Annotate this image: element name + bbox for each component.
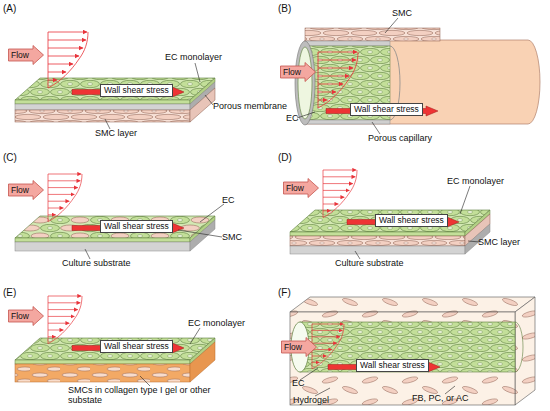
- part-label: SMC: [222, 232, 242, 242]
- part-label: EC monolayer: [447, 176, 504, 186]
- part-label: EC: [222, 195, 235, 205]
- part-label: Porous capillary: [368, 133, 432, 143]
- flow-arrow: Flow: [280, 62, 316, 82]
- flow-arrow: Flow: [283, 178, 319, 198]
- shear-stress-box: Wall shear stress: [100, 220, 173, 233]
- panel-letter: (B): [278, 3, 291, 14]
- part-label: Porous membrane: [213, 101, 287, 111]
- flow-label: Flow: [11, 45, 29, 65]
- flow-label: Flow: [286, 178, 304, 198]
- shear-stress-label: Wall shear stress: [360, 360, 425, 370]
- panel-b-art: [295, 18, 540, 134]
- flow-label: Flow: [284, 337, 302, 357]
- flow-label: Flow: [11, 306, 29, 326]
- flow-arrow: Flow: [281, 337, 317, 357]
- shear-stress-box: Wall shear stress: [356, 359, 429, 372]
- flow-label: Flow: [11, 180, 29, 200]
- part-label: EC monolayer: [165, 52, 222, 62]
- shear-stress-label: Wall shear stress: [379, 215, 444, 225]
- shear-stress-box: Wall shear stress: [100, 340, 173, 353]
- panel-letter: (D): [278, 152, 292, 163]
- part-label: SMC layer: [478, 237, 520, 247]
- panel-e-art: [15, 296, 215, 386]
- flow-arrow: Flow: [8, 180, 44, 200]
- flow-arrow: Flow: [8, 306, 44, 326]
- panel-letter: (E): [3, 287, 16, 298]
- part-label: FB, PC, or AC: [412, 393, 469, 403]
- panel-f-art: [290, 297, 535, 405]
- panel-c-art: [15, 174, 224, 259]
- panel-a-art: [15, 32, 215, 129]
- part-label: Culture substrate: [62, 258, 131, 268]
- part-label: EC: [292, 378, 305, 388]
- panel-letter: (C): [3, 152, 17, 163]
- shear-stress-box: Wall shear stress: [375, 214, 448, 227]
- panel-letter: (F): [278, 287, 291, 298]
- part-label: EC: [286, 113, 299, 123]
- part-label: EC monolayer: [188, 318, 245, 328]
- shear-stress-label: Wall shear stress: [354, 104, 419, 114]
- part-label: SMCs in collagen type I gel or other sub…: [68, 385, 243, 405]
- shear-stress-label: Wall shear stress: [104, 221, 169, 231]
- panel-letter: (A): [3, 3, 16, 14]
- shear-stress-box: Wall shear stress: [350, 103, 423, 116]
- part-label: Hydrogel: [293, 395, 329, 405]
- flow-label: Flow: [283, 62, 301, 82]
- shear-stress-label: Wall shear stress: [104, 85, 169, 95]
- flow-arrow: Flow: [8, 45, 44, 65]
- shear-stress-box: Wall shear stress: [100, 84, 173, 97]
- part-label: Culture substrate: [335, 258, 404, 268]
- part-label: SMC layer: [95, 128, 137, 138]
- part-label: SMC: [392, 8, 412, 18]
- shear-stress-label: Wall shear stress: [104, 341, 169, 351]
